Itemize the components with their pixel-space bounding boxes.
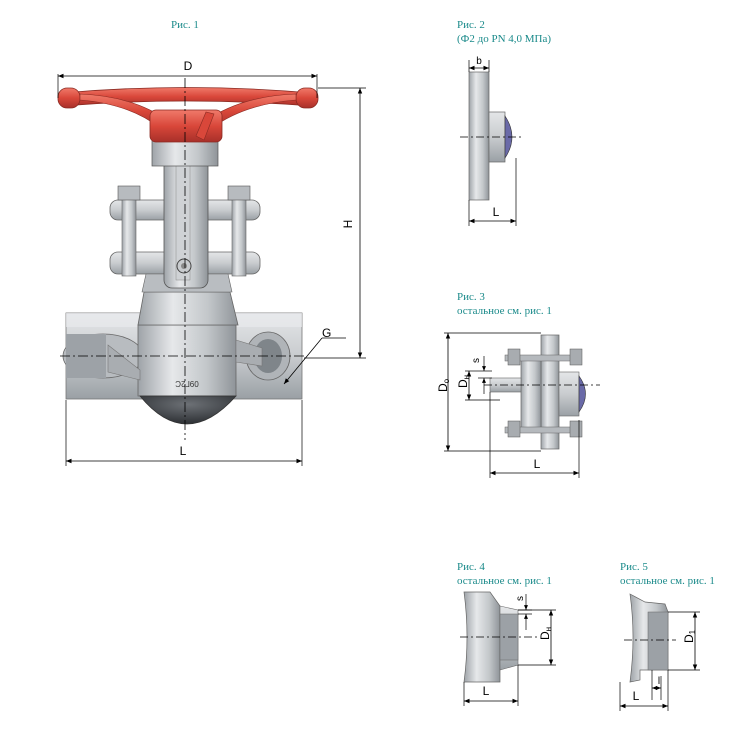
dim-Do: Do: [436, 378, 451, 392]
dim-G: G: [322, 326, 331, 340]
handwheel: [57, 87, 319, 143]
fig2-flange: b L: [460, 56, 524, 226]
dim-s-fig3: s: [471, 358, 482, 363]
fig3-subcaption: остальное см. рис. 1: [457, 305, 552, 317]
dim-s-fig4: s: [515, 596, 526, 601]
right-stud: [231, 195, 247, 277]
dim-L-fig2: L: [493, 205, 500, 219]
right-nut: [227, 185, 251, 201]
dim-L-fig3: L: [534, 457, 541, 471]
dim-b: b: [476, 56, 482, 67]
fig4-weld-end: s Dн L: [460, 591, 556, 706]
fig1-dimensions: D H L G: [57, 59, 366, 466]
fig1-valve: 09Г2С: [57, 78, 319, 440]
valve-neck: [137, 291, 239, 326]
fig5-subcaption: остальное см. рис. 1: [620, 575, 715, 587]
dim-H: H: [341, 220, 355, 229]
fig3-caption: Рис. 3: [457, 291, 485, 303]
fig4-subcaption: остальное см. рис. 1: [457, 575, 552, 587]
left-nut: [117, 185, 141, 201]
dim-l: l: [658, 676, 660, 687]
fig4-caption: Рис. 4: [457, 561, 485, 573]
dim-D: D: [184, 59, 193, 73]
dim-Dn-fig4: Dн: [538, 627, 553, 640]
fig2-subcaption: (Ф2 до PN 4,0 МПа): [457, 33, 552, 45]
bottom-dome: [139, 395, 237, 425]
dim-L-fig5: L: [633, 689, 640, 703]
body-marking: 09Г2С: [175, 379, 199, 388]
dim-L-fig4: L: [483, 684, 490, 698]
dim-D1: D1: [682, 629, 697, 643]
fig2-caption: Рис. 2: [457, 19, 485, 31]
fig5-socket-end: D1 l L: [619, 593, 700, 711]
fig5-caption: Рис. 5: [620, 561, 648, 573]
left-stud: [121, 195, 137, 277]
fig1-caption: Рис. 1: [171, 19, 199, 31]
dim-L: L: [180, 444, 187, 458]
dim-Dn-fig3: Dн: [456, 375, 471, 388]
fig3-flanged: Do s Dн L: [436, 332, 600, 478]
